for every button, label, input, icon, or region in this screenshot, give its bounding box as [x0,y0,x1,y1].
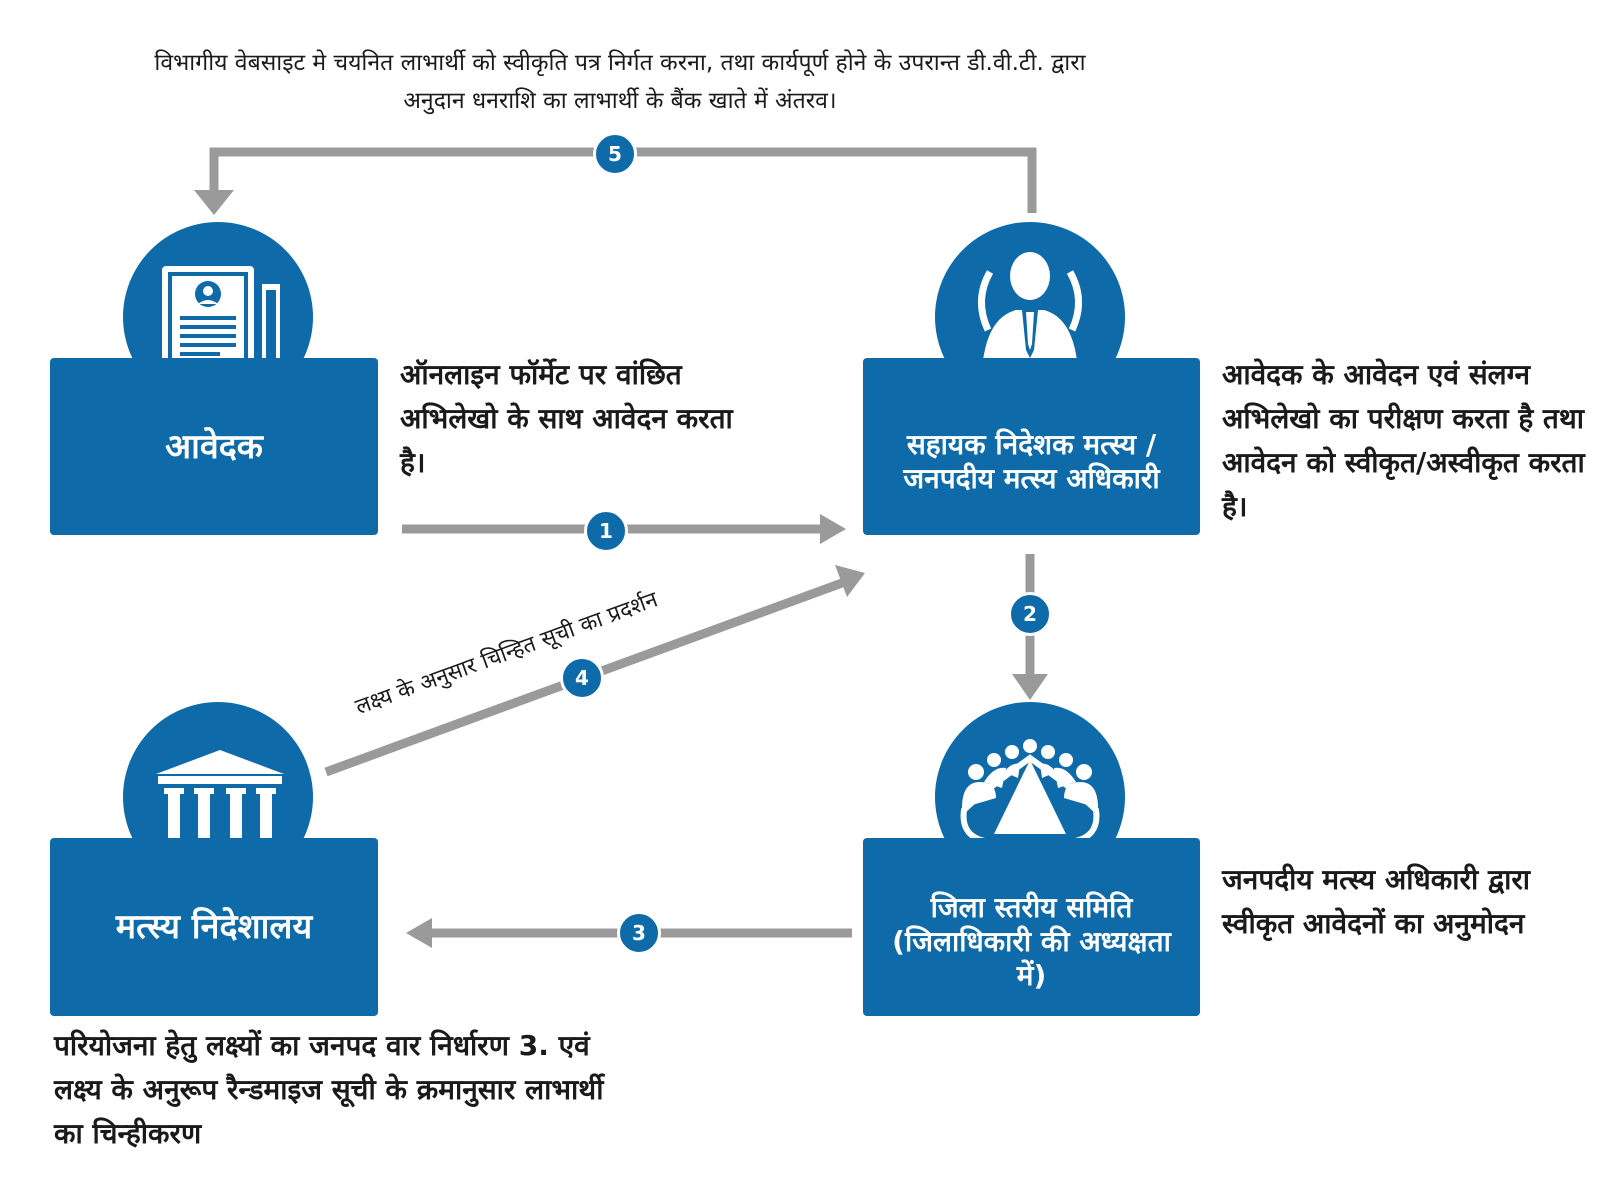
district-committee-description: जनपदीय मत्स्य अधिकारी द्वारा स्वीकृत आवे… [1222,863,1531,940]
assistant-director-box: सहायक निदेशक मत्स्य /जनपदीय मत्स्य अधिका… [863,358,1200,535]
district-committee-box: जिला स्तरीय समिति (जिलाधिकारी की अध्यक्ष… [863,838,1200,1016]
applicant-title: आवेदक [165,426,263,467]
directorate-title: मत्स्य निदेशालय [115,907,313,947]
arrowhead-step-3 [406,918,432,948]
step-2-badge: 2 [1008,592,1052,636]
arrowhead-step-5 [194,190,234,215]
applicant-description: ऑनलाइन फॉर्मेट पर वांछित अभिलेखो के साथ … [400,358,733,479]
arrowhead-step-1 [820,514,846,544]
top-note: विभागीय वेबसाइट मे चयनित लाभार्थी को स्व… [154,50,1086,114]
arrowhead-step-2 [1012,674,1048,700]
applicant-box: आवेदक [50,358,378,535]
meeting-icon [960,739,1100,845]
officer-icon [978,252,1082,370]
assistant-director-title: सहायक निदेशक मत्स्य /जनपदीय मत्स्य अधिका… [903,427,1160,495]
directorate-box: मत्स्य निदेशालय [50,838,378,1016]
step-5-badge: 5 [593,132,637,176]
district-committee-title: जिला स्तरीय समिति (जिलाधिकारी की अध्यक्ष… [892,891,1171,992]
assistant-director-description: आवेदक के आवेदन एवं संलग्न अभिलेखो का परी… [1222,358,1585,523]
step-4-badge: 4 [560,656,604,700]
arrowhead-step-4 [835,565,865,597]
step-1-badge: 1 [584,509,628,553]
directorate-description: परियोजना हेतु लक्ष्यों का जनपद वार निर्ध… [54,1029,604,1150]
step-3-badge: 3 [617,911,661,955]
